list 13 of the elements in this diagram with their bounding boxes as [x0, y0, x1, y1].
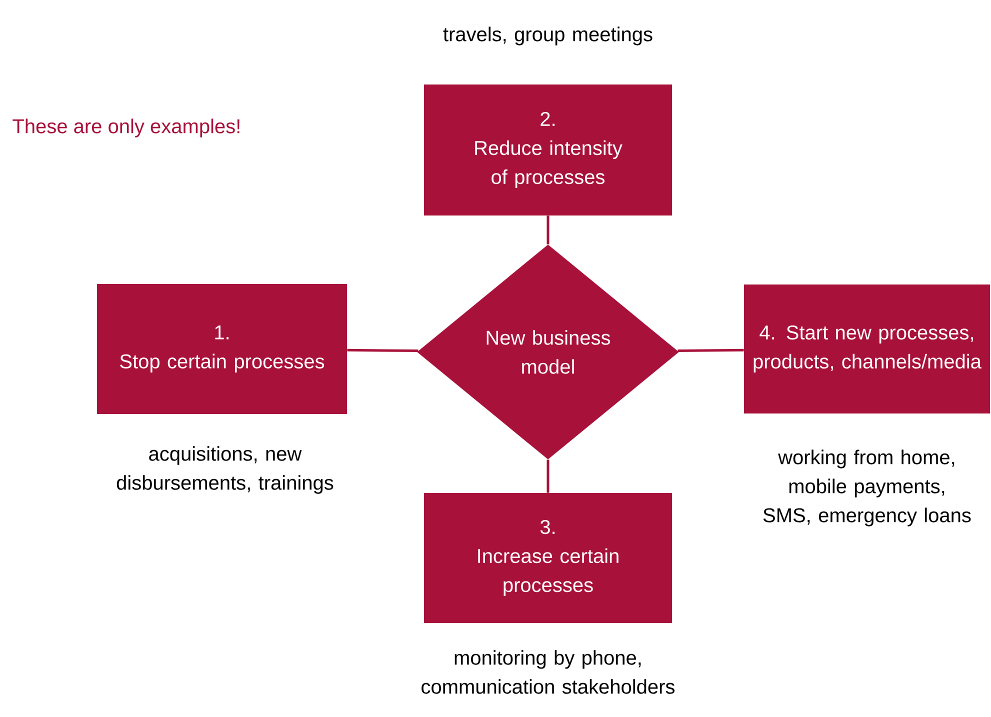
note-text: travels, group meetings [443, 26, 652, 46]
note-text: acquisitions, new disbursements, trainings [116, 446, 334, 494]
connector-line [678, 348, 744, 352]
process-box: 3. Increase certain processes [424, 493, 672, 623]
note-text: monitoring by phone, communication stakeholders [422, 650, 674, 694]
connector-line [546, 460, 550, 493]
note-text: working from home, mobile payments, SMS, emergency loans [763, 450, 971, 526]
connector-line [546, 216, 550, 244]
connector-line [347, 348, 418, 352]
process-box: 2. Reduce intensity of processes [424, 84, 672, 216]
process-box: 1. Stop certain processes [97, 284, 347, 414]
process-box: 4. Start new processes, products, channels/media [744, 284, 990, 414]
note-text: These are only examples! [12, 118, 240, 138]
